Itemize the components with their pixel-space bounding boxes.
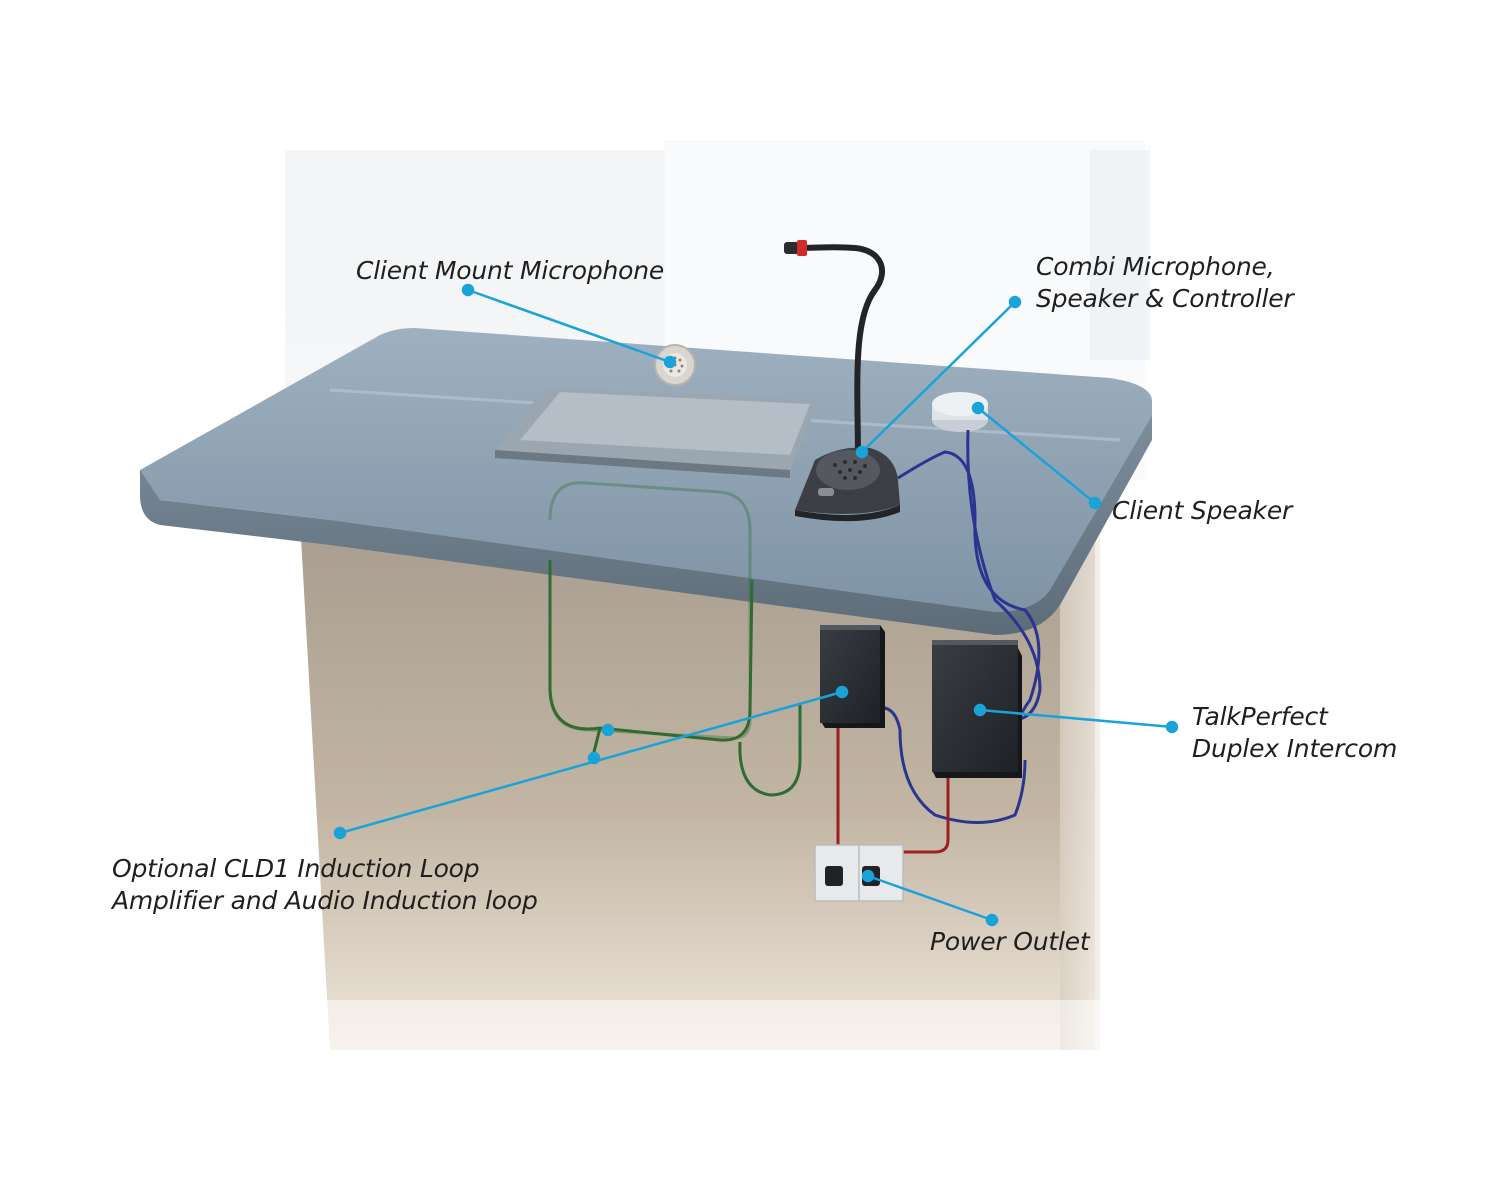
label-intercom-line1: TalkPerfect [1192,702,1328,731]
callout-dot [1165,720,1179,734]
intercom-data-wires [877,429,1042,824]
callout-dot [973,703,987,717]
callout-dot [861,869,875,883]
callout-dot [601,723,615,737]
label-loop-line1: Optional CLD1 Induction Loop [112,854,480,883]
label-loop-line2: Amplifier and Audio Induction loop [112,886,538,915]
label-client-mount-microphone: Client Mount Microphone [356,256,665,285]
label-induction-loop: Optional CLD1 Induction Loop Amplifier a… [112,853,538,917]
combi-microphone-unit [784,240,900,522]
label-client-speaker: Client Speaker [1112,496,1293,525]
label-combi-microphone: Combi Microphone, Speaker & Controller [1036,251,1294,315]
callout-dot [835,685,849,699]
induction-loop-amplifier [820,625,885,728]
label-power-outlet: Power Outlet [930,927,1090,956]
callout-dot [461,283,475,297]
countertop [139,328,1153,635]
callout-dot [855,445,869,459]
callout-dot [1088,496,1102,510]
cabinet [300,520,1100,1060]
callout-dot [1008,295,1022,309]
callout-dot [333,826,347,840]
callout-dot [971,401,985,415]
callout-dot [587,751,601,765]
label-intercom-line2: Duplex Intercom [1192,734,1398,763]
label-duplex-intercom: TalkPerfect Duplex Intercom [1192,701,1397,765]
callout-lines [333,283,1179,927]
power-outlet [814,844,904,902]
callout-dot [663,355,677,369]
callout-dot [985,913,999,927]
label-combi-line1: Combi Microphone, [1036,252,1275,281]
label-combi-line2: Speaker & Controller [1036,284,1294,313]
